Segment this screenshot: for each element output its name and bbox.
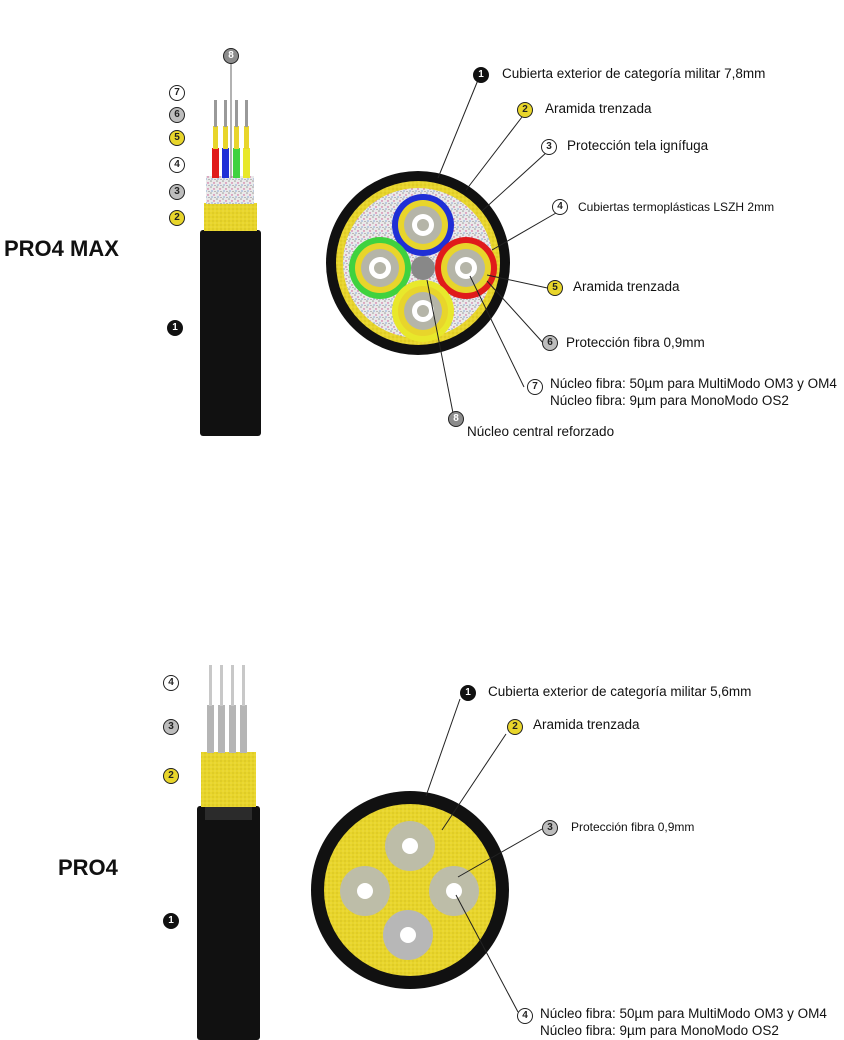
pro4max-label-2-badge: 2 bbox=[517, 102, 533, 118]
pro4-side-badge-1: 1 bbox=[163, 913, 179, 929]
pro4-label-2-badge: 2 bbox=[507, 719, 523, 735]
pro4-leader-lines bbox=[425, 698, 543, 1013]
pro4max-label-8: Núcleo central reforzado bbox=[467, 424, 615, 439]
pro4-label-4-line2: Núcleo fibra: 9µm para MonoModo OS2 bbox=[540, 1023, 779, 1038]
pro4max-outer-jacket bbox=[200, 230, 261, 436]
pro4max-fire-fabric bbox=[206, 176, 254, 204]
pro4max-side-badge-4: 4 bbox=[169, 157, 185, 173]
pro4max-side-badge-8: 8 bbox=[223, 48, 239, 64]
pro4-cross-section bbox=[311, 791, 509, 989]
pro4-label-2: Aramida trenzada bbox=[533, 717, 640, 732]
pro4max-side-badge-2: 2 bbox=[169, 210, 185, 226]
pro4max-label-3-badge: 3 bbox=[541, 139, 557, 155]
pro4max-label-4-badge: 4 bbox=[552, 199, 568, 215]
pro4max-label-3: Protección tela ignífuga bbox=[567, 138, 709, 153]
pro4max-label-2: Aramida trenzada bbox=[545, 101, 652, 116]
pro4-side-badge-4: 4 bbox=[163, 675, 179, 691]
pro4-label-1-badge: 1 bbox=[460, 685, 476, 701]
pro4max-label-7-line1: Núcleo fibra: 50µm para MultiModo OM3 y … bbox=[550, 376, 837, 391]
pro4-label-1: Cubierta exterior de categoría militar 5… bbox=[488, 684, 752, 699]
pro4max-tube-blue bbox=[222, 148, 229, 178]
pro4-label-4-line1: Núcleo fibra: 50µm para MultiModo OM3 y … bbox=[540, 1006, 827, 1021]
pro4-label-3-badge: 3 bbox=[542, 820, 558, 836]
pro4max-tube-yellow bbox=[243, 148, 250, 178]
pro4max-side-badge-1: 1 bbox=[167, 320, 183, 336]
pro4-side-badge-3: 3 bbox=[163, 719, 179, 735]
pro4max-label-1-badge: 1 bbox=[473, 67, 489, 83]
pro4max-label-8-badge: 8 bbox=[448, 411, 464, 427]
pro4max-cable-side-view bbox=[200, 64, 261, 436]
pro4max-title: PRO4 MAX bbox=[4, 236, 119, 261]
pro4max-label-6: Protección fibra 0,9mm bbox=[566, 335, 705, 350]
pro4-outer-jacket bbox=[197, 806, 260, 1040]
pro4max-aramid-braid bbox=[204, 203, 257, 231]
pro4max-side-badge-5: 5 bbox=[169, 130, 185, 146]
pro4max-side-badge-6: 6 bbox=[169, 107, 185, 123]
pro4-label-4-badge: 4 bbox=[517, 1008, 533, 1024]
pro4max-label-7-line2: Núcleo fibra: 9µm para MonoModo OS2 bbox=[550, 393, 789, 408]
pro4max-label-7-badge: 7 bbox=[527, 379, 543, 395]
pro4max-label-5-badge: 5 bbox=[547, 280, 563, 296]
pro4max-tube-green bbox=[233, 148, 240, 178]
pro4-title: PRO4 bbox=[58, 855, 118, 880]
pro4max-tube-red bbox=[212, 148, 219, 178]
pro4max-side-badge-3: 3 bbox=[169, 184, 185, 200]
pro4max-side-badge-7: 7 bbox=[169, 85, 185, 101]
pro4max-label-7: Núcleo fibra: 50µm para MultiModo OM3 y … bbox=[550, 375, 837, 409]
pro4max-label-5: Aramida trenzada bbox=[573, 279, 680, 294]
pro4max-label-4: Cubiertas termoplásticas LSZH 2mm bbox=[578, 200, 775, 214]
pro4-label-3: Protección fibra 0,9mm bbox=[571, 820, 695, 834]
pro4max-label-6-badge: 6 bbox=[542, 335, 558, 351]
pro4-side-badge-2: 2 bbox=[163, 768, 179, 784]
pro4-cable-side-view bbox=[197, 665, 260, 1040]
pro4-aramid-braid bbox=[201, 752, 256, 807]
pro4max-label-1: Cubierta exterior de categoría militar 7… bbox=[502, 66, 766, 81]
pro4-label-4: Núcleo fibra: 50µm para MultiModo OM3 y … bbox=[540, 1005, 827, 1039]
pro4max-cross-section bbox=[326, 171, 510, 355]
pro4max-leader-lines bbox=[426, 79, 557, 414]
